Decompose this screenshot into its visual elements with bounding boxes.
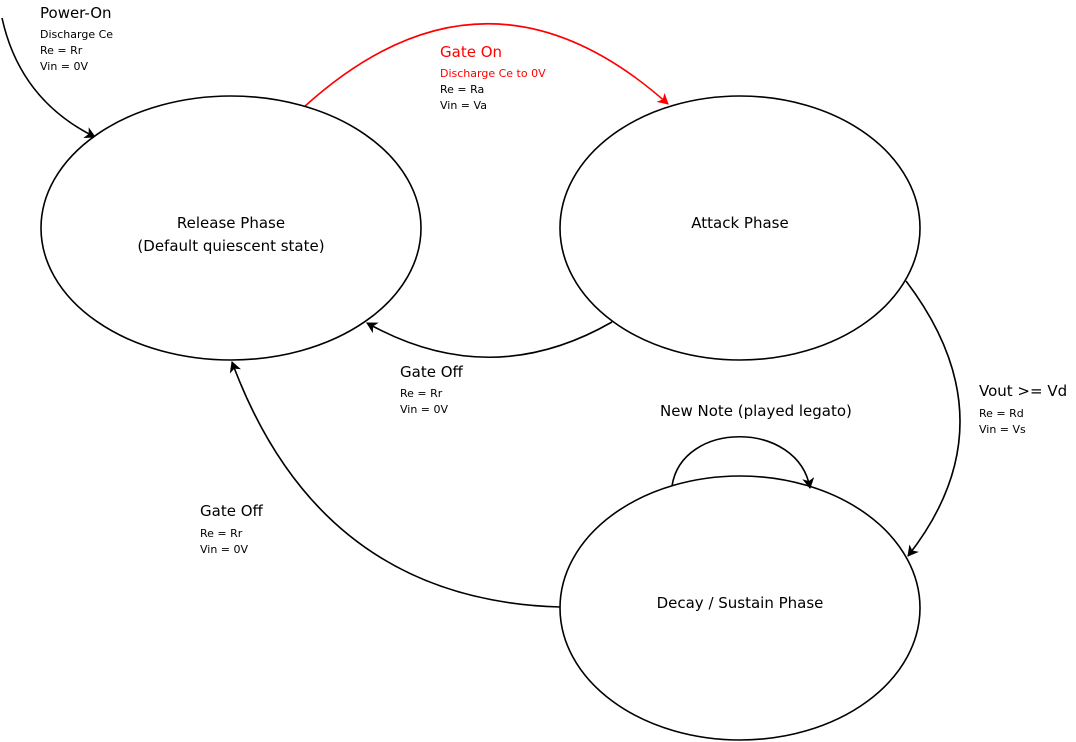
state-release[interactable] bbox=[40, 95, 422, 361]
edge-gate-off-attack bbox=[366, 321, 613, 358]
edge-new-note-loop bbox=[671, 435, 815, 489]
gate-on-title: Gate On bbox=[440, 43, 502, 61]
attack-label: Attack Phase bbox=[691, 214, 788, 232]
power-on-action-1: Discharge Ce bbox=[40, 28, 113, 41]
power-on-action-2: Re = Rr bbox=[40, 44, 83, 57]
gate-off-attack-title: Gate Off bbox=[400, 363, 464, 381]
vout-action-2: Vin = Vs bbox=[979, 423, 1026, 436]
gate-on-action-1: Discharge Ce to 0V bbox=[440, 67, 546, 80]
edge-gate-on bbox=[303, 22, 669, 108]
power-on-title: Power-On bbox=[40, 4, 112, 22]
gate-off-decay-title: Gate Off bbox=[200, 502, 264, 520]
new-note-title: New Note (played legato) bbox=[660, 402, 852, 420]
gate-off-attack-action-2: Vin = 0V bbox=[400, 403, 449, 416]
gate-off-attack-action-1: Re = Rr bbox=[400, 387, 443, 400]
gate-off-decay-action-2: Vin = 0V bbox=[200, 543, 249, 556]
vout-action-1: Re = Rd bbox=[979, 407, 1024, 420]
edge-power-on bbox=[1, 17, 96, 138]
gate-off-decay-action-1: Re = Rr bbox=[200, 527, 243, 540]
gate-on-action-2: Re = Ra bbox=[440, 83, 484, 96]
decay-label: Decay / Sustain Phase bbox=[657, 594, 824, 612]
edge-vout bbox=[905, 280, 961, 557]
power-on-action-3: Vin = 0V bbox=[40, 60, 89, 73]
gate-on-action-3: Vin = Va bbox=[440, 99, 487, 112]
release-label: Release Phase bbox=[177, 214, 285, 232]
state-attack[interactable] bbox=[559, 95, 921, 361]
state-decay[interactable] bbox=[559, 475, 921, 741]
vout-title: Vout >= Vd bbox=[979, 382, 1067, 400]
release-sublabel: (Default quiescent state) bbox=[137, 237, 324, 255]
edge-gate-off-decay bbox=[229, 361, 561, 608]
